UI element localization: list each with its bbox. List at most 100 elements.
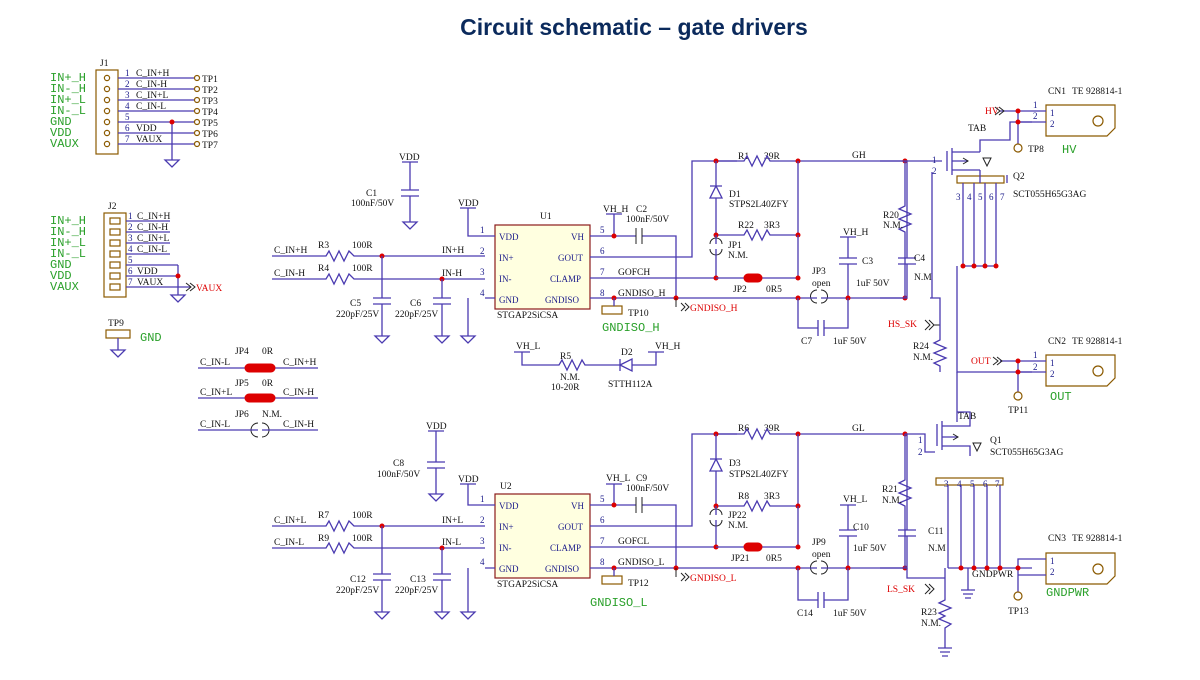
ls-r23-ref: R23 — [921, 608, 937, 618]
hs-r4-value: 100R — [352, 264, 373, 274]
ls-net-gndiso: GNDISO_L — [618, 558, 665, 568]
q2-pin-4: 4 — [967, 192, 972, 202]
j2-net-7: VAUX — [137, 278, 163, 288]
jp4-right: C_IN+H — [283, 358, 316, 368]
hs-ic-ref: U1 — [540, 212, 552, 222]
q2-pin-7: 7 — [1000, 192, 1005, 202]
hs-r5-ref: R5 — [560, 352, 571, 362]
hs-bs-vhh: VH_H — [655, 342, 680, 352]
j1-pin-7: 7 — [125, 134, 130, 144]
cn3-ref: CN3 — [1048, 534, 1066, 544]
hs-ic-pin-vh: VH — [571, 232, 584, 242]
ls-vh-label: VH_L — [606, 474, 630, 484]
jp6-right: C_IN-H — [283, 420, 314, 430]
hs-d1-part: STPS2L40ZFY — [729, 200, 789, 210]
cn2-net-label: OUT — [971, 357, 991, 367]
hs-r3-value: 100R — [352, 241, 373, 251]
hs-gndiso-tag: GNDISO_H — [690, 304, 738, 314]
ls-c13-ref: C13 — [410, 575, 426, 585]
j2-signal-2: IN-_H — [50, 225, 86, 239]
tp6-label: TP6 — [202, 130, 218, 140]
ls-ic-pin-gnd: GND — [499, 564, 519, 574]
ls-r6-value: 39R — [764, 424, 781, 434]
jp4-ref: JP4 — [235, 347, 249, 357]
q2-tab-label: TAB — [968, 124, 986, 134]
cn1-ext-pin-1: 1 — [1033, 100, 1038, 110]
tp11-label: TP11 — [1008, 406, 1028, 416]
q2-pin-5: 5 — [978, 192, 983, 202]
hs-pinnum-2: 2 — [480, 246, 485, 256]
j2-net-2: C_IN-H — [137, 223, 168, 233]
tp8-label: TP8 — [1028, 145, 1044, 155]
ls-c11-value: N.M — [928, 544, 946, 554]
jp5-left: C_IN+L — [200, 388, 232, 398]
ls-jp21-value: 0R5 — [766, 554, 782, 564]
ls-c13-value: 220pF/25V — [395, 586, 438, 596]
cn3-part: TE 928814-1 — [1072, 534, 1123, 544]
ls-r8-value: 3R3 — [764, 492, 780, 502]
ls-net-inn: IN-L — [442, 538, 461, 548]
hs-gate-net: GH — [852, 151, 866, 161]
q1-ref: Q1 — [990, 436, 1002, 446]
hs-r20-ref: R20 — [883, 211, 899, 221]
j1-pin-4: 4 — [125, 101, 130, 111]
ls-c8-ref: C8 — [393, 459, 404, 469]
j1-net-3: C_IN+L — [136, 91, 168, 101]
cn1-ref: CN1 — [1048, 87, 1066, 97]
ls-vhl-label: VH_L — [843, 495, 867, 505]
cn1-pin-2: 2 — [1050, 119, 1055, 129]
ls-pinnum-5: 5 — [600, 494, 605, 504]
j2-pin-3: 3 — [128, 233, 133, 243]
j1-signal-4: IN-_L — [50, 104, 86, 118]
j2-pin-4: 4 — [128, 244, 133, 254]
jp6-value: N.M. — [262, 410, 282, 420]
tp9-gnd-label: GND — [140, 331, 162, 345]
connector-j2: J2 IN+_H IN-_H IN+_L IN-_L GND VDD VAUX … — [50, 202, 222, 303]
hs-ic-u1 — [494, 224, 591, 310]
q2-gate-pin-1: 1 — [932, 155, 937, 165]
jumper-jp6: JP6 N.M. C_IN-L C_IN-H — [198, 410, 318, 438]
q1-pin-5: 5 — [970, 479, 975, 489]
ls-c9-value: 100nF/50V — [626, 484, 669, 494]
ls-ic-part: STGAP2SiCSA — [497, 580, 558, 590]
ls-r23-value: N.M. — [921, 619, 941, 629]
cn3-pin-1: 1 — [1050, 556, 1055, 566]
ls-ic-vdd: VDD — [458, 475, 479, 485]
j1-signal-5: GND — [50, 115, 72, 129]
j1-pin-6: 6 — [125, 123, 130, 133]
hs-ic-vdd: VDD — [458, 199, 479, 209]
low-side-driver: VDD C8 100nF/50V C_IN+L C_IN-L R7 100R R… — [272, 422, 1014, 657]
q1-pin-3: 3 — [944, 479, 949, 489]
j2-net-1: C_IN+H — [137, 212, 170, 222]
ls-c9-ref: C9 — [636, 474, 647, 484]
j2-signal-5: GND — [50, 258, 72, 272]
hs-c7-ref: C7 — [801, 337, 812, 347]
j1-signal-6: VDD — [50, 126, 72, 140]
cn2-part: TE 928814-1 — [1072, 337, 1123, 347]
hs-vdd-label: VDD — [399, 153, 420, 163]
cn2-ref: CN2 — [1048, 337, 1066, 347]
hs-vhl-label: VH_H — [843, 228, 868, 238]
j2-pin-6: 6 — [128, 266, 133, 276]
hs-pinnum-7: 7 — [600, 267, 605, 277]
ls-ic-pin-gout: GOUT — [558, 522, 583, 532]
hs-r1-ref: R1 — [738, 152, 749, 162]
tp13-label: TP13 — [1008, 607, 1029, 617]
ls-c8-value: 100nF/50V — [377, 470, 420, 480]
hs-c1-ref: C1 — [366, 189, 377, 199]
hs-pinnum-3: 3 — [480, 267, 485, 277]
hs-d2-ref: D2 — [621, 348, 633, 358]
hs-c3-ref: C3 — [862, 257, 873, 267]
tp1-label: TP1 — [202, 75, 218, 85]
ls-ic-ref: U2 — [500, 482, 512, 492]
j1-net-1: C_IN+H — [136, 69, 169, 79]
ls-jp9-ref: JP9 — [812, 538, 826, 548]
cn2-ext-pin-1: 1 — [1033, 350, 1038, 360]
hs-ic-pin-clamp: CLAMP — [550, 274, 581, 284]
j1-signal-2: IN-_H — [50, 82, 86, 96]
ls-jp22-ref: JP22 — [728, 511, 747, 521]
jp6-ref: JP6 — [235, 410, 249, 420]
hs-jp1-value: N.M. — [728, 251, 748, 261]
ls-pinnum-7: 7 — [600, 536, 605, 546]
hs-pinnum-5: 5 — [600, 225, 605, 235]
